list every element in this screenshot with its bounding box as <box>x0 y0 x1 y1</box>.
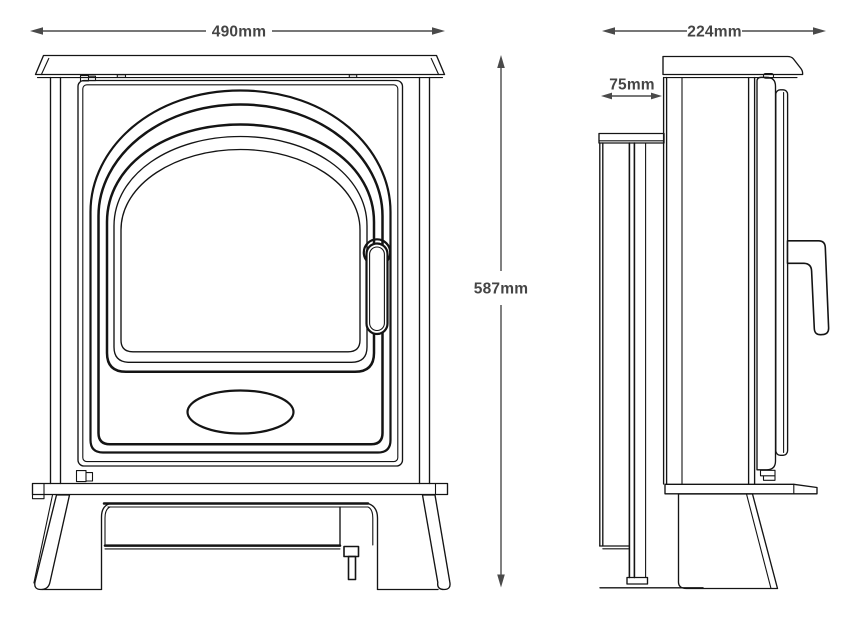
side-leg <box>677 493 779 590</box>
side-rear-offset-arrowhead-right <box>651 92 662 100</box>
side-door-bottom-bracket <box>759 469 776 481</box>
side-door-front-panel <box>775 89 789 456</box>
handle-bar-inner <box>369 246 385 332</box>
side-leg-front-inner <box>745 493 772 590</box>
front-right-leg <box>376 494 451 591</box>
door-panel-arch-second <box>97 103 384 446</box>
base-plate-front <box>31 482 449 500</box>
front-width-arrowhead-left <box>30 27 43 35</box>
apron-right-curve-inner <box>367 506 374 546</box>
side-view <box>598 55 830 590</box>
left-leg-strip <box>34 494 71 591</box>
side-rear-offset-label: 75mm <box>609 77 655 94</box>
dimension-front-height: 587mm <box>474 55 528 588</box>
top-plate-ticks <box>116 74 358 78</box>
dimension-front-width: 490mm <box>30 24 445 41</box>
dimension-side-rear-offset: 75mm <box>601 77 662 100</box>
window-glass-edge <box>120 148 361 353</box>
left-leg-accent <box>33 494 54 584</box>
door-oval-badge <box>186 389 295 435</box>
side-door-handle <box>786 240 830 336</box>
shield-foot <box>626 576 649 585</box>
base-plate-slab <box>31 482 449 496</box>
side-door-slab <box>756 76 777 471</box>
handle-bar-outer <box>365 242 389 336</box>
base-plate-end-caps <box>43 482 437 496</box>
side-top-plate-outline <box>662 55 804 76</box>
riddling-pin <box>343 545 360 581</box>
apron-left-curve-inner <box>104 506 111 546</box>
shield-cap <box>598 132 665 144</box>
pin-stem <box>347 555 357 581</box>
body-side-panels <box>49 76 431 485</box>
side-depth-arrowhead-right <box>813 27 826 35</box>
top-plate-outline <box>34 54 446 76</box>
pin-cap <box>343 545 360 558</box>
window-frame-outer <box>105 123 376 374</box>
dimension-side-depth: 224mm <box>602 24 826 41</box>
side-door-top-pin <box>762 73 775 79</box>
side-leg-outline <box>677 493 779 590</box>
apron-right-curve <box>367 502 379 590</box>
side-base-outline <box>664 483 818 495</box>
shield-channel <box>628 142 636 579</box>
side-rear-offset-arrowhead-left <box>601 92 612 100</box>
front-width-label: 490mm <box>212 24 266 41</box>
door-frame <box>77 79 404 467</box>
front-left-leg <box>33 494 103 591</box>
base-plate-left-tab <box>31 493 45 500</box>
door-frame-outer <box>77 79 404 467</box>
shield-rear-edge <box>599 142 604 547</box>
door-frame-inner <box>82 84 399 463</box>
front-height-arrowhead-top <box>497 55 505 68</box>
side-depth-label: 224mm <box>687 24 741 41</box>
side-body <box>662 76 756 485</box>
side-body-front-edges <box>747 76 756 485</box>
side-door <box>756 73 789 481</box>
front-width-arrowhead-right <box>432 27 445 35</box>
window-frame-mid <box>113 135 368 363</box>
door-handle-front <box>362 238 392 336</box>
front-height-label: 587mm <box>474 281 528 298</box>
base-plate-side <box>664 483 818 495</box>
front-view <box>31 54 451 591</box>
top-plate <box>34 54 446 79</box>
bottom-hinge <box>75 470 94 483</box>
side-body-rear-edges <box>662 76 668 485</box>
top-plate-corner-mitres <box>40 57 440 76</box>
apron-left-curve <box>100 502 111 590</box>
rear-heat-shield <box>598 132 704 589</box>
side-depth-arrowhead-left <box>602 27 615 35</box>
door-panel-arch-outer <box>89 89 392 454</box>
front-height-arrowhead-bottom <box>497 574 505 588</box>
right-leg-strip <box>421 494 451 591</box>
top-hinge <box>79 75 97 82</box>
side-top-plate <box>662 55 804 79</box>
front-apron <box>100 502 379 590</box>
